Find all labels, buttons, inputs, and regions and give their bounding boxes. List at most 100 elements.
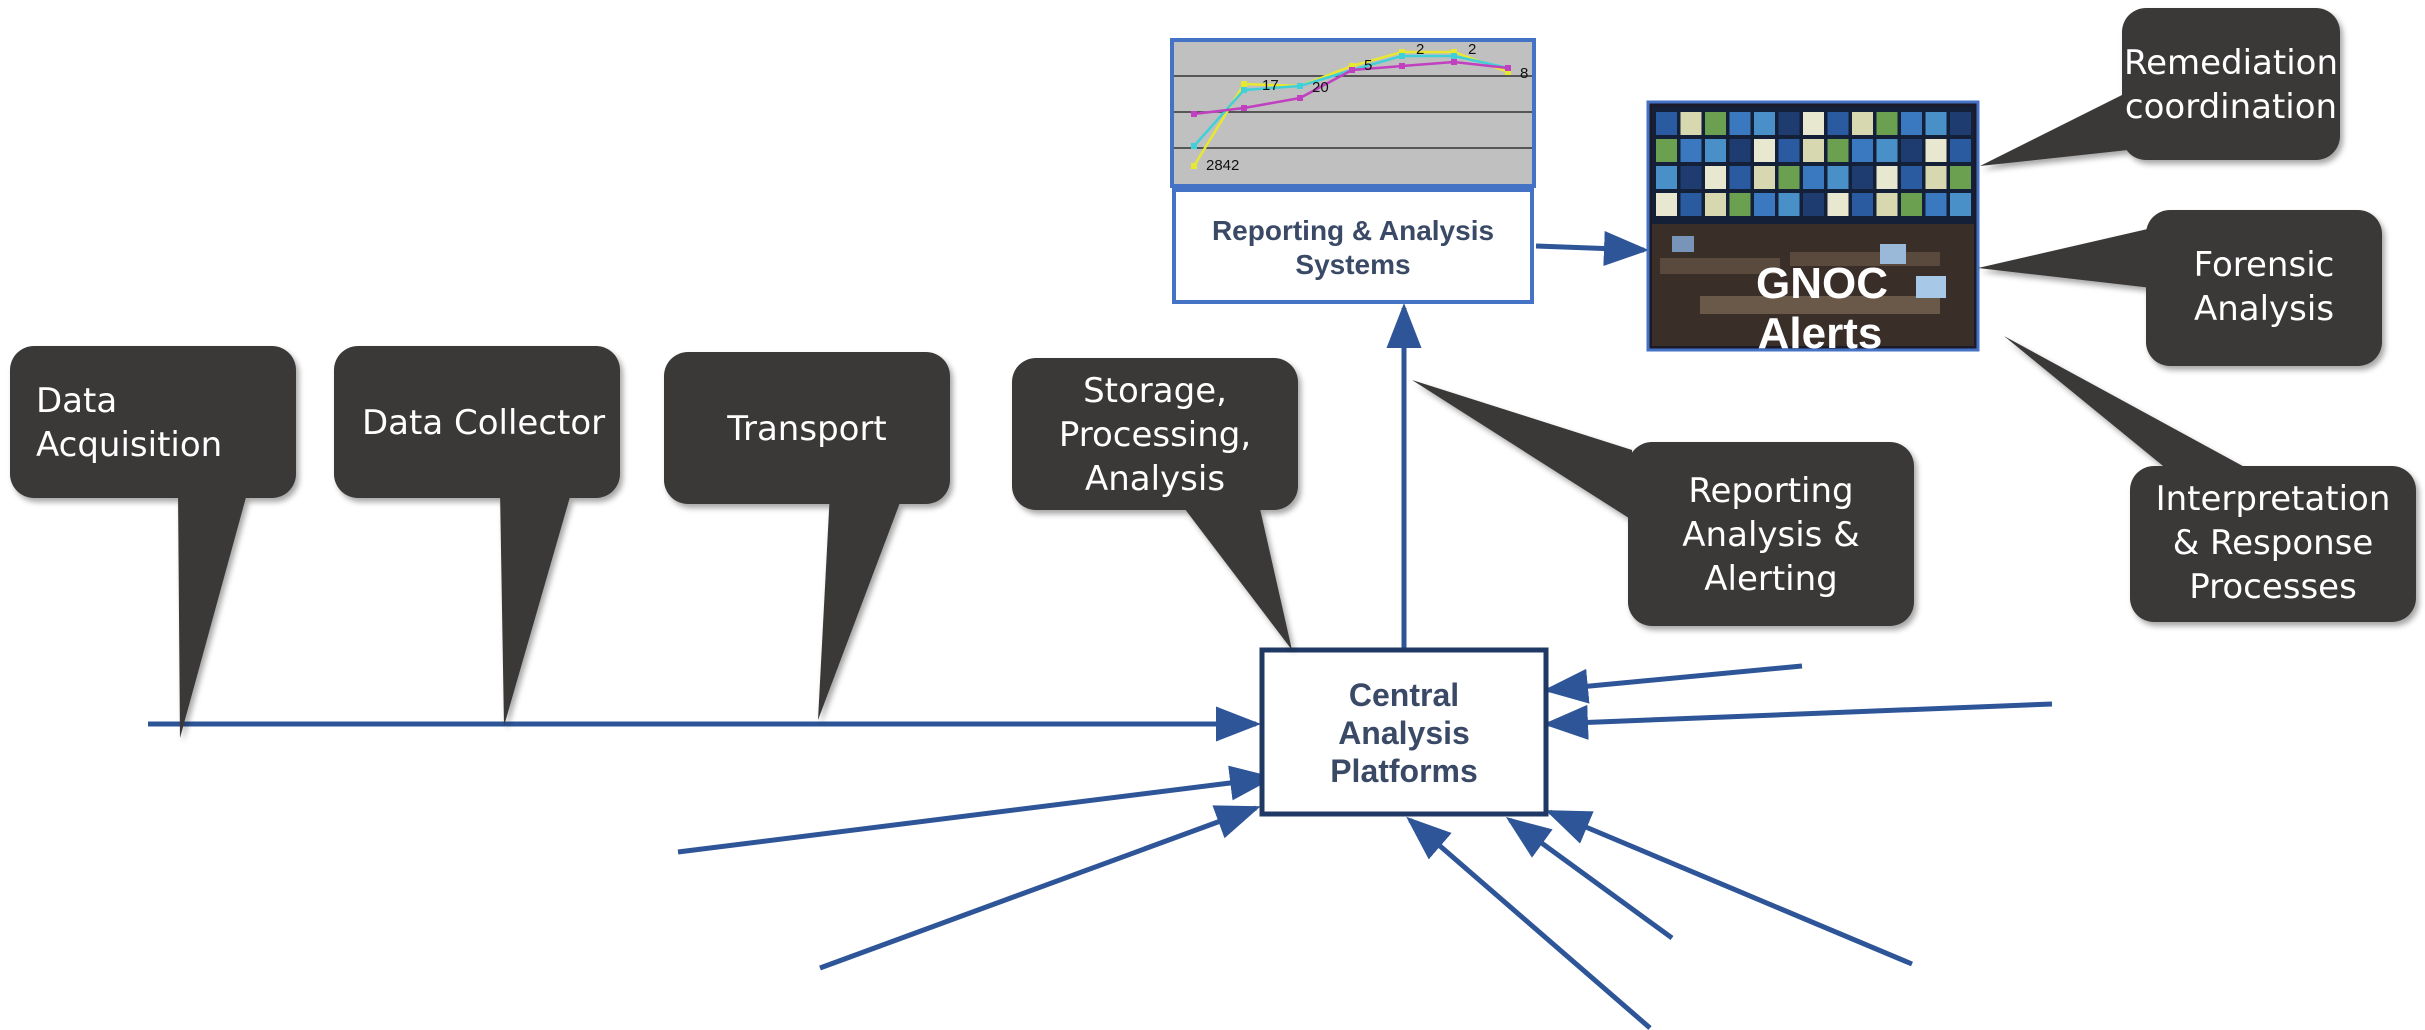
mini-chart-point	[1241, 87, 1247, 93]
monitor-tile	[1925, 139, 1947, 162]
mini-chart-point	[1191, 143, 1197, 149]
mini-chart-data-label: 2	[1468, 41, 1476, 58]
monitor-tile	[1852, 166, 1873, 189]
mini-chart-point	[1451, 49, 1457, 55]
callout-reporting-line-3: Alerting	[1704, 559, 1838, 599]
incoming-arrow-right-2	[1543, 701, 2053, 740]
monitor-tile	[1827, 166, 1849, 189]
monitor-tile	[1656, 139, 1677, 162]
mini-chart-point	[1297, 83, 1303, 89]
gnoc-line-2: Alerts	[1758, 309, 1883, 358]
monitor-tile	[1925, 112, 1947, 135]
monitor-tile	[1901, 112, 1922, 135]
mini-chart-point	[1349, 63, 1355, 69]
monitor-tile	[1680, 166, 1702, 189]
mini-chart-data-label: 20	[1312, 79, 1329, 96]
mini-chart-point	[1451, 59, 1457, 65]
monitor-tile	[1827, 139, 1849, 162]
monitor-tile	[1852, 112, 1873, 135]
monitor-tile	[1705, 166, 1726, 189]
monitor-tile	[1729, 193, 1751, 216]
monitor-tile	[1754, 112, 1775, 135]
monitor-tile	[1803, 139, 1824, 162]
callout-storage-line-3: Analysis	[1085, 459, 1225, 499]
callout-interpretation	[2004, 336, 2416, 622]
monitor-tile	[1778, 112, 1800, 135]
gnoc-line-1: GNOC	[1756, 259, 1888, 308]
reporting-systems-line-1: Reporting & Analysis	[1212, 215, 1494, 246]
monitor-tile	[1778, 139, 1800, 162]
central-analysis-box: Central Analysis Platforms	[1259, 647, 1549, 817]
callout-remediation-line-1: Remediation	[2124, 43, 2338, 83]
monitor-tile	[1754, 139, 1775, 162]
monitor-tile	[1729, 166, 1751, 189]
callout-forensic-line-1: Forensic	[2194, 245, 2335, 285]
mini-chart-point	[1505, 69, 1511, 75]
central-line-1: Central	[1349, 677, 1459, 713]
monitor-tile	[1803, 193, 1824, 216]
callout-labels: Data Acquisition Data Collector Transpor…	[36, 43, 2390, 607]
monitor-tile	[1754, 193, 1775, 216]
monitor-tile	[1876, 112, 1898, 135]
mini-chart-data-label: 8	[1520, 65, 1528, 82]
monitor-tile	[1950, 112, 1971, 135]
callout-forensic	[1978, 210, 2382, 366]
monitor-tile	[1680, 112, 1702, 135]
connector-arrows	[148, 231, 2053, 1030]
central-line-3: Platforms	[1330, 753, 1478, 789]
monitor-tile	[1876, 139, 1898, 162]
reporting-systems-line-2: Systems	[1295, 249, 1410, 280]
incoming-arrow-bottom-1	[1406, 816, 1652, 1030]
callout-remediation	[1980, 8, 2340, 166]
monitor-tile	[1680, 193, 1702, 216]
mini-chart-point	[1191, 111, 1197, 117]
monitor-tile	[1656, 112, 1677, 135]
monitor-tile	[1778, 193, 1800, 216]
monitor-tile	[1705, 193, 1726, 216]
callout-forensic-line-2: Analysis	[2194, 289, 2334, 329]
callout-data-acquisition	[10, 346, 296, 738]
callout-reporting-line-1: Reporting	[1688, 471, 1853, 511]
incoming-arrow-left-2	[819, 805, 1261, 971]
incoming-arrow-right-1	[1543, 663, 1803, 704]
monitor-tile	[1901, 166, 1922, 189]
mini-chart-point	[1241, 81, 1247, 87]
callout-reporting-line-2: Analysis &	[1682, 515, 1859, 555]
monitor-tile	[1950, 193, 1971, 216]
callout-data-acquisition-line-1: Data	[36, 381, 117, 421]
mini-chart-point	[1399, 53, 1405, 59]
mini-chart-point	[1505, 65, 1511, 71]
incoming-arrow-bottom-2	[1505, 817, 1674, 941]
monitor-tile	[1901, 193, 1922, 216]
mini-chart-point	[1451, 53, 1457, 59]
mini-chart-point	[1399, 49, 1405, 55]
callout-data-collector-label: Data Collector	[362, 403, 605, 443]
monitor-tile	[1925, 166, 1947, 189]
reporting-systems-box: Reporting & Analysis Systems	[1172, 188, 1534, 304]
mini-chart-point	[1349, 67, 1355, 73]
incoming-arrow-left-1	[677, 765, 1275, 855]
mini-chart-data-label: 2842	[1206, 157, 1239, 174]
callout-data-collector	[334, 346, 620, 726]
monitor-tile	[1876, 166, 1898, 189]
monitor-tile	[1901, 139, 1922, 162]
callout-remediation-line-2: coordination	[2125, 87, 2337, 127]
monitor-tile	[1803, 112, 1824, 135]
callout-storage-line-2: Processing,	[1059, 415, 1251, 455]
monitor-tile	[1656, 166, 1677, 189]
callout-data-acquisition-line-2: Acquisition	[36, 425, 222, 465]
mini-chart-data-label: 17	[1262, 77, 1279, 94]
monitor-tile	[1827, 112, 1849, 135]
monitor-tile	[1778, 166, 1800, 189]
monitor-tile	[1876, 193, 1898, 216]
callout-storage-line-1: Storage,	[1083, 371, 1227, 411]
monitor-tile	[1950, 139, 1971, 162]
monitor-tile	[1803, 166, 1824, 189]
monitor-tile	[1950, 166, 1971, 189]
monitor-tile	[1729, 112, 1751, 135]
monitor-tile	[1705, 139, 1726, 162]
callout-interpretation-line-2: & Response	[2173, 523, 2374, 563]
monitor-tile	[1754, 166, 1775, 189]
